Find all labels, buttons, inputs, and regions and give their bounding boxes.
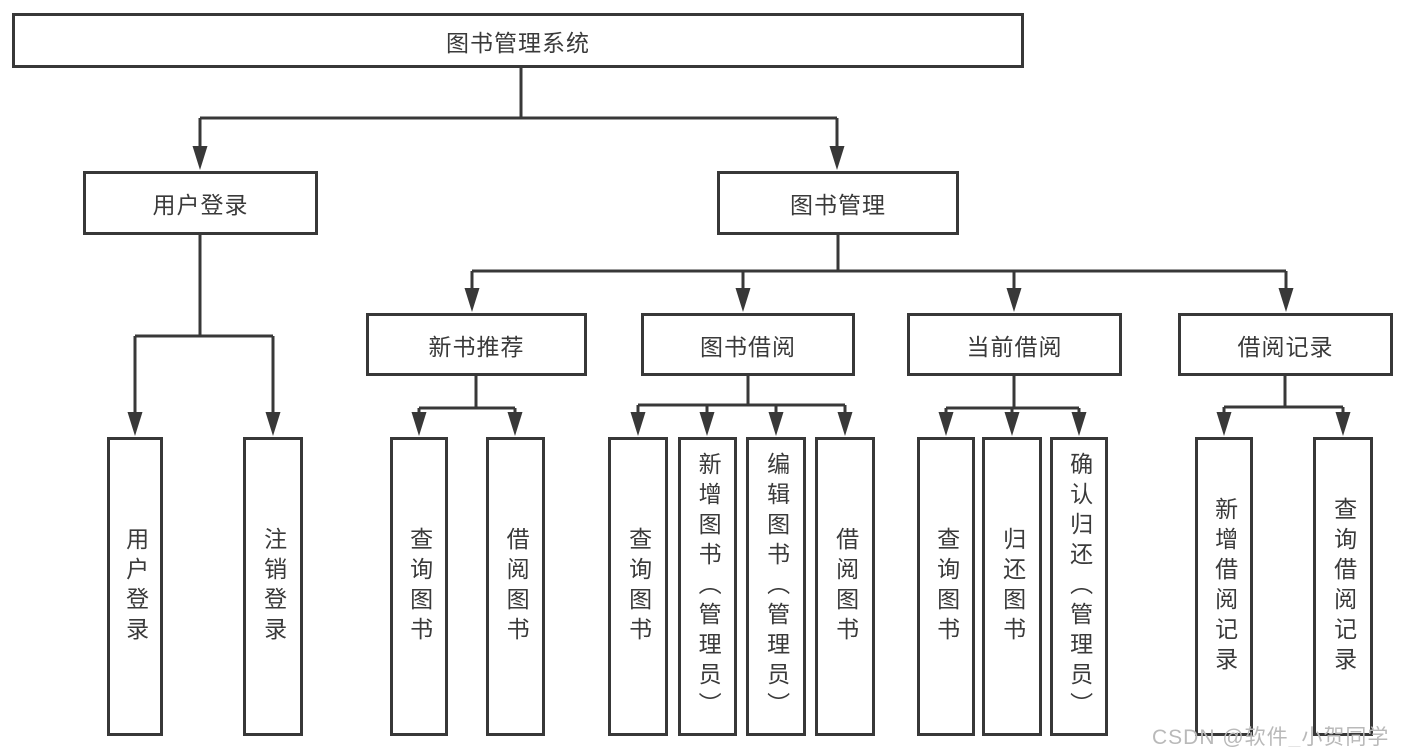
leaf-query-books-borrowing: 查询图书 bbox=[608, 437, 668, 736]
leaf-edit-books-admin: 编辑图书（管理员） bbox=[746, 437, 806, 736]
leaf-borrow-books-recommend-label: 借阅图书 bbox=[503, 526, 530, 647]
leaf-borrow-books-recommend: 借阅图书 bbox=[486, 437, 545, 736]
node-borrowing-records-label: 借阅记录 bbox=[1237, 333, 1334, 360]
leaf-logout: 注销登录 bbox=[243, 437, 303, 736]
leaf-user-login-label: 用户登录 bbox=[122, 526, 149, 647]
node-book-borrowing: 图书借阅 bbox=[641, 313, 855, 376]
node-root-label: 图书管理系统 bbox=[446, 29, 590, 56]
leaf-query-books-recommend: 查询图书 bbox=[390, 437, 448, 736]
leaf-query-books-recommend-label: 查询图书 bbox=[406, 526, 433, 647]
leaf-add-borrow-record: 新增借阅记录 bbox=[1195, 437, 1253, 736]
node-borrowing-records: 借阅记录 bbox=[1178, 313, 1393, 376]
node-user-login: 用户登录 bbox=[83, 171, 318, 235]
leaf-query-borrow-record: 查询借阅记录 bbox=[1313, 437, 1373, 736]
leaf-query-books-current: 查询图书 bbox=[917, 437, 975, 736]
leaf-query-books-borrowing-label: 查询图书 bbox=[625, 526, 652, 647]
leaf-user-login: 用户登录 bbox=[107, 437, 163, 736]
leaf-logout-label: 注销登录 bbox=[260, 526, 287, 647]
leaf-borrow-books: 借阅图书 bbox=[815, 437, 875, 736]
csdn-watermark: CSDN @软件_小贺同学 bbox=[1152, 726, 1390, 747]
node-new-book-recommend: 新书推荐 bbox=[366, 313, 587, 376]
leaf-confirm-return-admin: 确认归还（管理员） bbox=[1050, 437, 1108, 736]
node-book-management-label: 图书管理 bbox=[790, 192, 886, 218]
leaf-return-books: 归还图书 bbox=[982, 437, 1042, 736]
node-user-login-label: 用户登录 bbox=[152, 192, 249, 218]
leaf-query-borrow-record-label: 查询借阅记录 bbox=[1330, 496, 1357, 677]
leaf-add-books-admin: 新增图书（管理员） bbox=[678, 437, 737, 736]
leaf-return-books-label: 归还图书 bbox=[999, 526, 1026, 647]
node-current-borrowing-label: 当前借阅 bbox=[966, 333, 1063, 360]
leaf-query-books-current-label: 查询图书 bbox=[933, 526, 960, 647]
node-book-borrowing-label: 图书借阅 bbox=[700, 333, 796, 360]
arrowhead-icons bbox=[127, 146, 1351, 436]
node-current-borrowing: 当前借阅 bbox=[907, 313, 1122, 376]
leaf-add-books-admin-label: 新增图书（管理员） bbox=[695, 451, 722, 722]
leaf-confirm-return-admin-label: 确认归还（管理员） bbox=[1066, 451, 1093, 722]
leaf-edit-books-admin-label: 编辑图书（管理员） bbox=[763, 451, 790, 722]
node-root-system: 图书管理系统 bbox=[12, 13, 1024, 68]
leaf-add-borrow-record-label: 新增借阅记录 bbox=[1211, 496, 1238, 677]
node-book-management: 图书管理 bbox=[717, 171, 959, 235]
leaf-borrow-books-label: 借阅图书 bbox=[832, 526, 859, 647]
node-new-book-recommend-label: 新书推荐 bbox=[428, 333, 525, 360]
